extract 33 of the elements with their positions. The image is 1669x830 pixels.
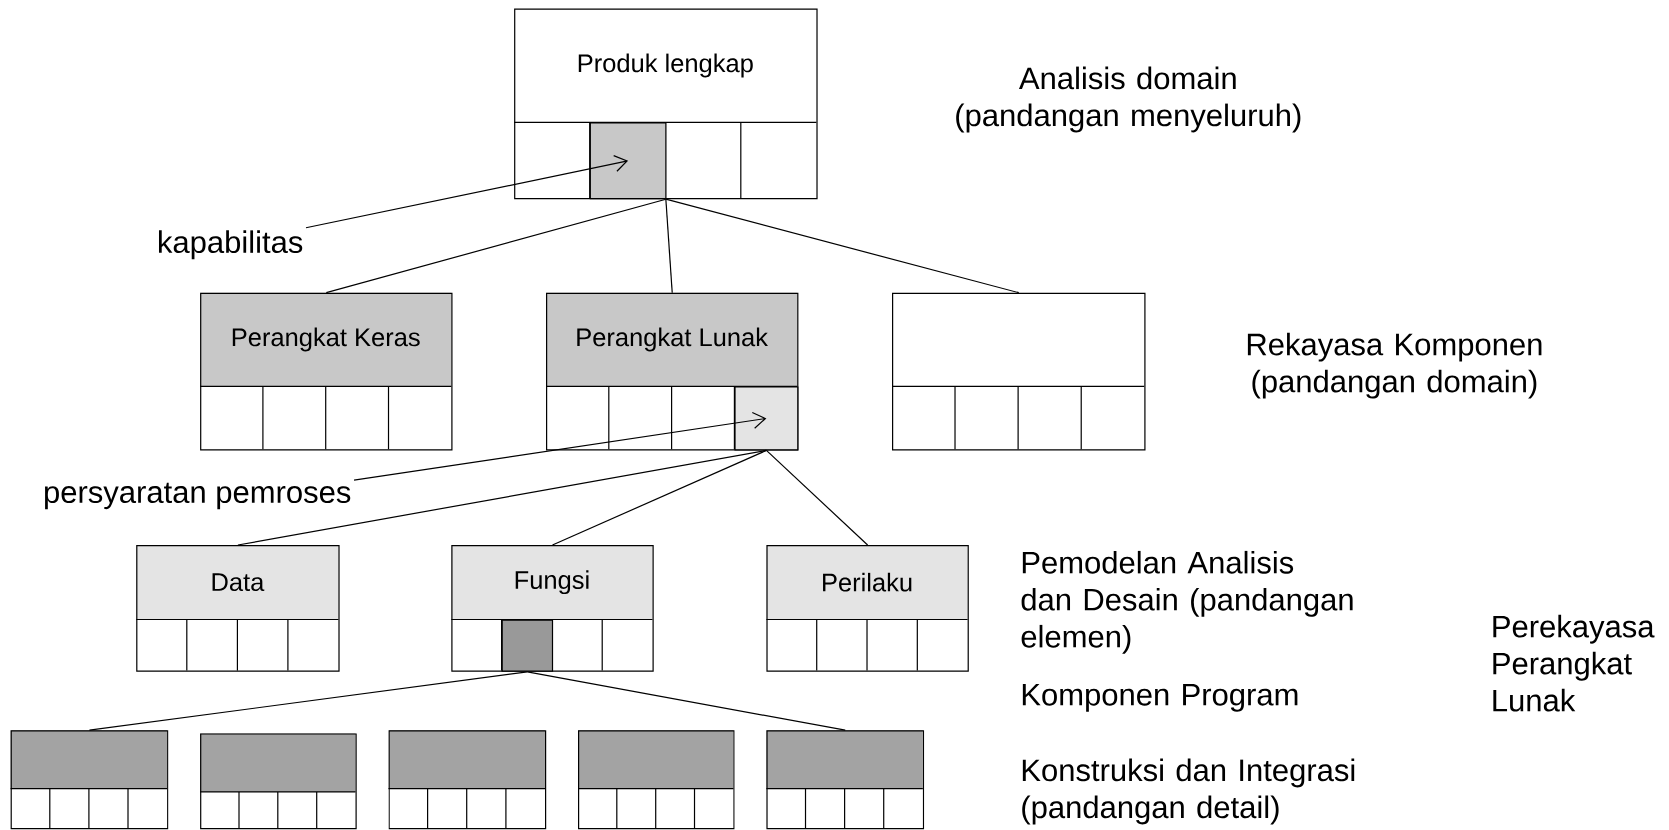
component-block: Fungsi bbox=[450, 545, 654, 672]
highlighted-cell bbox=[501, 619, 554, 672]
connector-line bbox=[665, 198, 673, 294]
component-block bbox=[891, 292, 1146, 451]
component-block: Perangkat Lunak bbox=[545, 292, 799, 451]
component-block bbox=[199, 733, 357, 830]
connector-line bbox=[237, 449, 767, 546]
component-block bbox=[387, 730, 547, 830]
component-block bbox=[10, 730, 169, 830]
connector-line bbox=[88, 671, 528, 731]
callout-text: kapabilitas bbox=[159, 230, 303, 260]
callout-text: persyaratan pemroses bbox=[45, 482, 351, 510]
component-block: Perilaku bbox=[765, 545, 969, 672]
highlighted-cell bbox=[734, 386, 799, 451]
level-label: Komponen Program bbox=[1022, 684, 1298, 712]
component-block: Perangkat Keras bbox=[199, 292, 453, 451]
level-label: Perekayasa Perangkat Lunak bbox=[1493, 614, 1655, 712]
level-label: Pemodelan Analisis dan Desain (pandangan elemen) bbox=[1021, 550, 1353, 654]
connector-line bbox=[526, 671, 846, 731]
level-label: Konstruksi dan Integrasi (pandangan detail) bbox=[1022, 758, 1355, 825]
connector-line bbox=[325, 198, 667, 294]
highlighted-cell bbox=[589, 122, 667, 200]
connector-line bbox=[353, 411, 767, 481]
connector-line bbox=[665, 198, 1020, 294]
connector-line bbox=[305, 155, 629, 229]
component-block bbox=[577, 730, 735, 830]
level-label: Analisis domain (pandangan menyeluruh) bbox=[956, 66, 1301, 133]
level-label: Rekayasa Komponen (pandangan domain) bbox=[1247, 332, 1542, 399]
connector-line bbox=[765, 449, 869, 546]
component-block: Data bbox=[135, 545, 340, 672]
connector-line bbox=[551, 449, 767, 546]
component-block bbox=[765, 730, 925, 830]
component-block: Produk lengkap bbox=[513, 8, 818, 200]
